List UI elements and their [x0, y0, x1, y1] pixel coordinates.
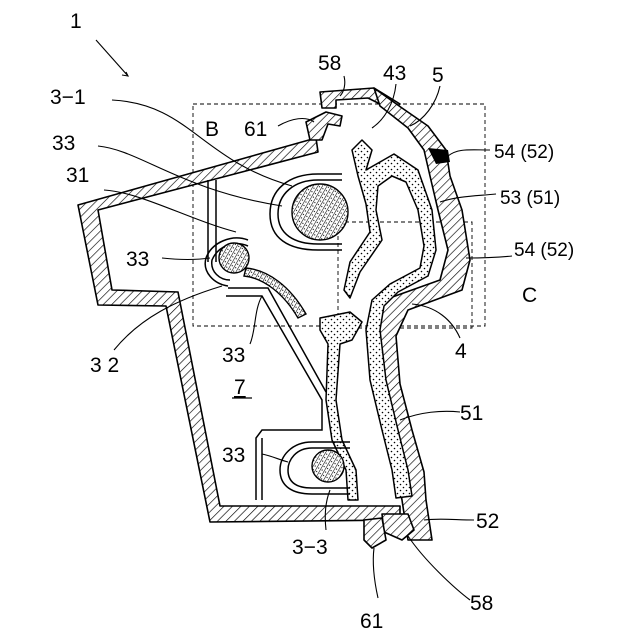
- label-33-c: 33: [222, 344, 245, 367]
- label-61-bottom: 61: [360, 610, 383, 633]
- outer-cover-5: [372, 88, 470, 540]
- bottom-hook-61: [364, 518, 386, 548]
- label-33-a: 33: [52, 132, 75, 155]
- label-51: 51: [460, 402, 483, 425]
- label-31: 31: [66, 164, 89, 187]
- label-b: B: [205, 118, 219, 141]
- label-33-b: 33: [126, 248, 149, 271]
- label-54-52-mid: 54 (52): [514, 240, 574, 261]
- label-52: 52: [476, 510, 499, 533]
- label-61-top: 61: [244, 118, 267, 141]
- label-7: 7: [234, 376, 246, 399]
- label-fig-ref: 1: [70, 10, 82, 33]
- label-58-bottom: 58: [470, 592, 493, 615]
- label-58-top: 58: [318, 52, 341, 75]
- label-54-52-top: 54 (52): [494, 142, 554, 163]
- label-33-d: 33: [222, 444, 245, 467]
- label-3-1: 3−1: [50, 86, 86, 109]
- cable-33-left: [219, 243, 249, 273]
- cable-33-lower: [312, 450, 344, 482]
- label-c: C: [522, 284, 537, 307]
- label-43: 43: [383, 62, 406, 85]
- label-32: 3 2: [90, 354, 119, 377]
- label-5: 5: [432, 64, 444, 87]
- cable-33-upper: [292, 184, 348, 240]
- top-hook-61: [306, 112, 342, 140]
- label-53-51: 53 (51): [500, 188, 560, 209]
- cable-sheath-31: [244, 268, 306, 318]
- label-3-3: 3−3: [292, 536, 328, 559]
- label-4: 4: [455, 340, 467, 363]
